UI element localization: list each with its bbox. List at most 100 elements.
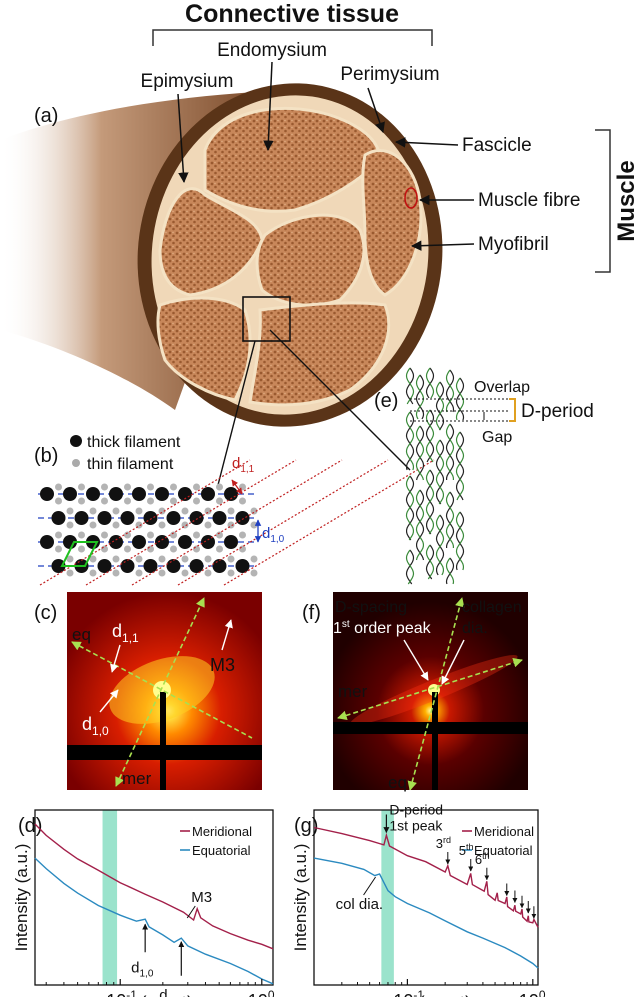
fascicle-bottom-right [248, 301, 391, 407]
thin-filament [227, 555, 235, 563]
e-gap-label: Gap [482, 429, 512, 446]
c-d11-label: d1,1 [112, 621, 139, 645]
thin-filament [66, 569, 74, 577]
muscle-bracket-line [595, 129, 611, 273]
c-m3-arrow [221, 619, 233, 651]
label-endomysium: Endomysium [217, 40, 327, 61]
f-collagen-label: collagen [462, 599, 522, 616]
thin-filament [66, 507, 74, 515]
collagen-strand [455, 431, 465, 501]
beamstop-vertical-c [160, 692, 166, 790]
label-epimysium: Epimysium [141, 71, 234, 92]
thin-filament [170, 531, 177, 539]
x-tick-label: 100 [248, 988, 275, 997]
lattice-plane-11 [131, 459, 343, 586]
thin-filament [89, 507, 97, 515]
thin-filament [89, 569, 97, 577]
thick-filament [97, 559, 112, 573]
thin-filament [66, 555, 74, 563]
collagen-strand [425, 544, 435, 580]
zoom-box [242, 296, 291, 342]
thick-filament [166, 559, 181, 573]
annotation-m3-pointer [186, 905, 196, 919]
x-axis-label: q (nm⁻¹) [404, 993, 472, 997]
collagen-strand [455, 431, 465, 501]
thin-filament [135, 569, 143, 577]
collagen-strand [445, 491, 455, 548]
thin-filament [181, 569, 189, 577]
e-dperiod-label: D-period [521, 401, 594, 422]
thin-filament [66, 521, 74, 529]
thin-filament [170, 545, 177, 553]
collagen-strand [425, 367, 435, 399]
thick-filament [201, 487, 215, 501]
annotation-order-3: 3rd [436, 835, 451, 851]
panel-a-labels: Endomysium Epimysium Perimysium Fascicle… [141, 40, 581, 255]
thick-filament [97, 511, 112, 525]
collagen-strand [455, 511, 465, 571]
collagen-strand [405, 411, 415, 471]
diffraction-pattern-c [67, 592, 262, 790]
connective-tissue-bracket: Connective tissue [152, 0, 433, 46]
x-axis-label: q (nm⁻¹) [125, 993, 193, 997]
collagen-strand [445, 369, 455, 413]
thick-filament [132, 487, 146, 501]
collagen-strand [435, 514, 445, 576]
thin-filament [78, 497, 85, 505]
thin-filament [78, 483, 85, 491]
thin-filament [112, 521, 120, 529]
thin-filament [204, 569, 212, 577]
thin-filament [216, 483, 223, 491]
collagen-strand [415, 425, 425, 481]
thick-filament [189, 511, 204, 525]
thick-filament [166, 511, 181, 525]
thin-filament [135, 555, 143, 563]
annotation-order-4: 5th [459, 842, 474, 858]
fascicle-right [361, 149, 423, 297]
thin-filament [78, 531, 85, 539]
thick-filament [143, 559, 158, 573]
thick-filament [201, 535, 215, 549]
annotation-d11: d1,1 [159, 987, 182, 997]
chart-d: MeridionalEquatorial10-1100q (nm⁻¹)Inten… [12, 809, 275, 997]
thick-filament [86, 487, 100, 501]
thin-filament [101, 531, 108, 539]
collagen-strand [425, 409, 435, 463]
collagen-strand [405, 367, 415, 405]
legend-meridional: Meridional [192, 824, 252, 839]
thick-filament [109, 535, 123, 549]
thin-filament [124, 497, 131, 505]
thick-filament [63, 487, 77, 501]
b-d10-label: d1,0 [262, 525, 285, 545]
panel-label-f: (f) [302, 602, 321, 624]
collagen-strand [405, 549, 415, 585]
muscle-title: Muscle [613, 160, 640, 241]
thick-filament [40, 535, 54, 549]
annotation-m3: M3 [191, 889, 212, 906]
thick-filament [74, 511, 89, 525]
axis-eq-f [407, 597, 465, 790]
thin-filament [112, 555, 120, 563]
legend-thin-text: thin filament [87, 456, 174, 473]
thick-filament [178, 535, 192, 549]
panel-label-e: (e) [374, 390, 398, 412]
thin-filament [170, 497, 177, 505]
axis-mer-c [115, 597, 205, 787]
thin-filament [239, 545, 246, 553]
beamstop-vertical-f [432, 692, 438, 790]
arrow-epimysium [177, 93, 189, 184]
unit-cell [60, 541, 99, 567]
thin-filament [250, 569, 258, 577]
collagen-strand [405, 411, 415, 471]
f-dia-label: dia. [462, 620, 488, 637]
thick-filament [155, 487, 169, 501]
thin-filament [204, 555, 212, 563]
lattice-plane-11 [177, 459, 389, 586]
thin-filament [193, 545, 200, 553]
legend-thin-marker [72, 459, 80, 467]
thin-filament [193, 483, 200, 491]
fascicle-bottom-left [156, 296, 252, 402]
collagen-strand [415, 489, 425, 561]
thick-filament [120, 559, 135, 573]
thin-filament [181, 507, 189, 515]
